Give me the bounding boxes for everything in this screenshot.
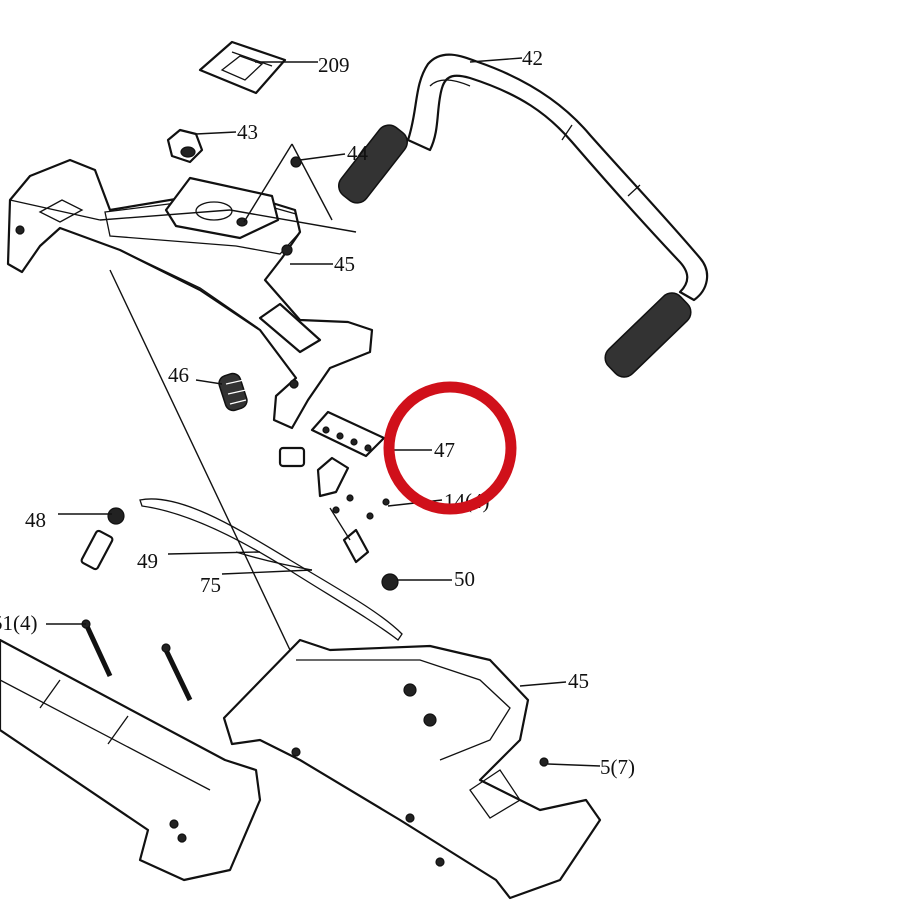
latch-part	[80, 507, 125, 571]
callout-43: 43	[237, 120, 258, 144]
callout-45-top: 45	[334, 252, 355, 276]
highlight-circle	[383, 381, 517, 515]
callout-209: 209	[318, 53, 350, 77]
callout-51: 51(4)	[0, 611, 38, 635]
callout-49: 49	[137, 549, 158, 573]
callout-46: 46	[168, 363, 189, 387]
bracket-assembly-part	[278, 410, 390, 564]
callout-50: 50	[454, 567, 475, 591]
upper-console-housing-part	[6, 158, 374, 430]
callout-75: 75	[200, 573, 221, 597]
callout-42: 42	[522, 46, 543, 70]
side-rail-part	[0, 638, 262, 882]
cable-part	[139, 498, 403, 641]
handlebar-part	[338, 53, 709, 378]
cap-part	[166, 128, 204, 164]
callout-44: 44	[347, 141, 369, 165]
label-plate-part	[198, 40, 287, 95]
callout-45-bottom: 45	[568, 669, 589, 693]
wire-part	[235, 551, 313, 571]
callout-labels: 209 42 43 44 45 46 47 14(4) 48 49 75 50 …	[0, 46, 635, 779]
nut-part	[281, 244, 293, 256]
spring-part	[218, 372, 248, 412]
callout-5: 5(7)	[600, 755, 635, 779]
callout-48: 48	[25, 508, 46, 532]
nut-part	[381, 573, 399, 591]
bolt-part	[81, 619, 193, 702]
callout-47: 47	[434, 438, 455, 462]
lower-console-base-part	[222, 638, 602, 900]
